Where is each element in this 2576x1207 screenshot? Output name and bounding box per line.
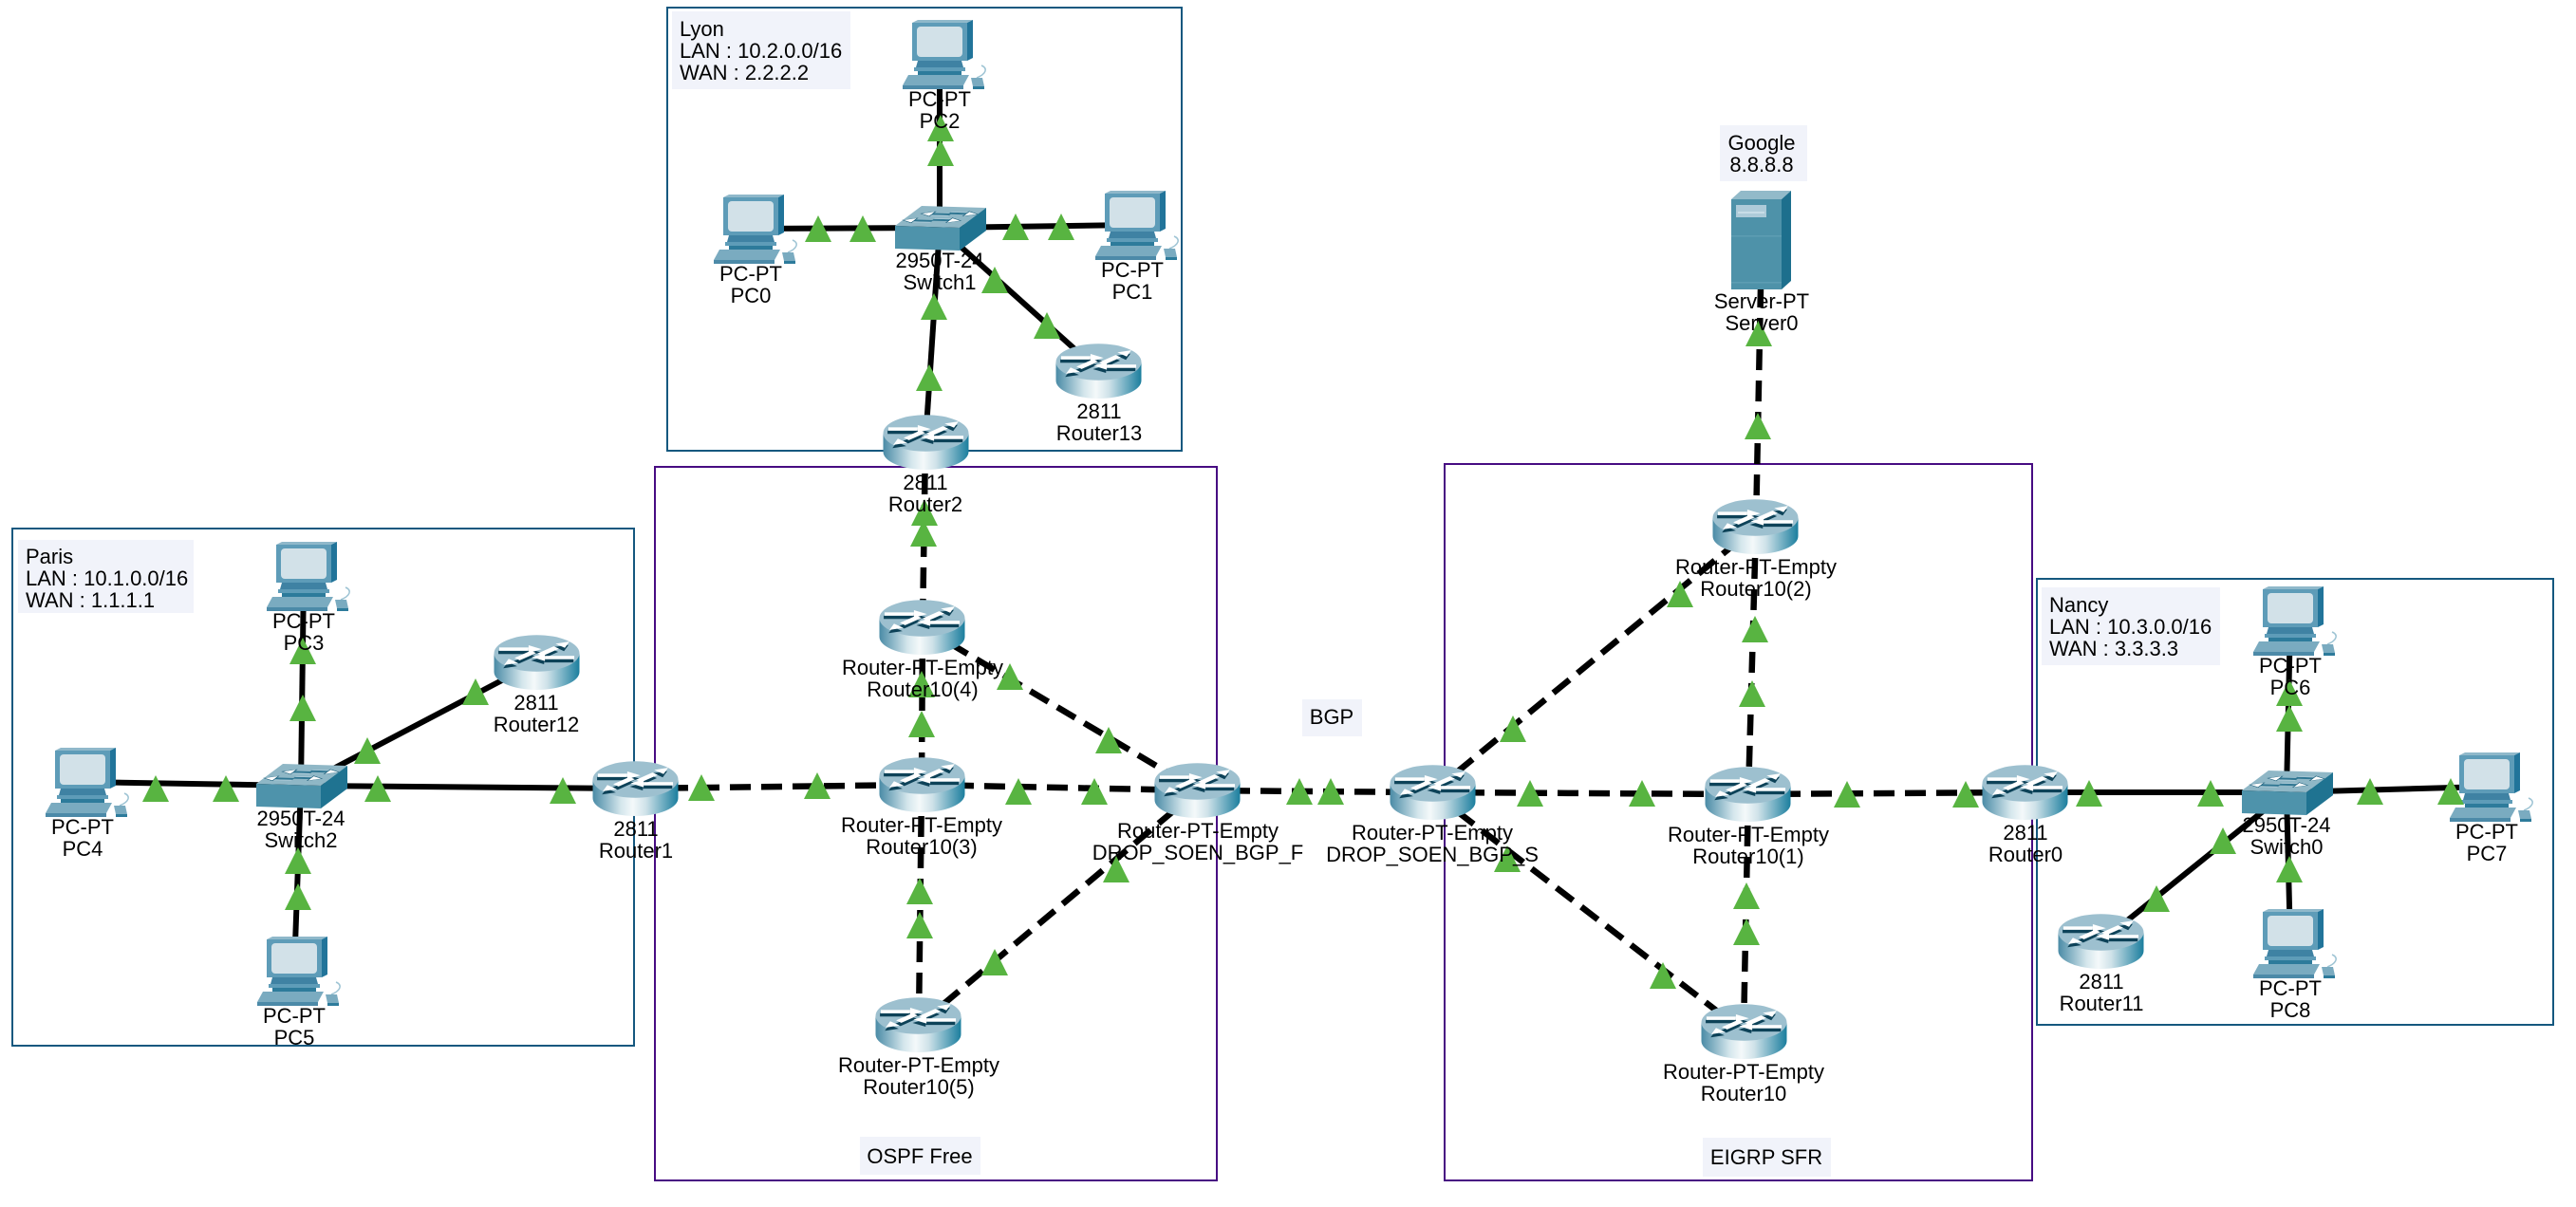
svg-text:PC-PT: PC-PT xyxy=(2259,654,2322,678)
svg-text:Router-PT-Empty: Router-PT-Empty xyxy=(1663,1060,1824,1084)
svg-text:Nancy: Nancy xyxy=(2049,593,2108,617)
svg-text:PC6: PC6 xyxy=(2270,676,2311,699)
svg-text:Router10(4): Router10(4) xyxy=(867,678,978,701)
svg-text:BGP: BGP xyxy=(1310,705,1353,729)
svg-text:PC-PT: PC-PT xyxy=(272,609,335,633)
svg-text:Router0: Router0 xyxy=(1988,843,2063,866)
svg-text:DROP_SOEN_BGP_S: DROP_SOEN_BGP_S xyxy=(1326,843,1539,866)
svg-text:PC-PT: PC-PT xyxy=(908,87,971,111)
svg-text:LAN : 10.2.0.0/16: LAN : 10.2.0.0/16 xyxy=(680,39,842,63)
svg-text:Router11: Router11 xyxy=(2060,992,2144,1015)
svg-text:Router2: Router2 xyxy=(888,492,962,516)
svg-text:PC-PT: PC-PT xyxy=(263,1004,326,1028)
svg-text:PC-PT: PC-PT xyxy=(2259,976,2322,1000)
svg-text:PC3: PC3 xyxy=(284,631,325,655)
svg-text:OSPF Free: OSPF Free xyxy=(867,1144,972,1168)
svg-text:2811: 2811 xyxy=(513,691,558,715)
svg-text:PC0: PC0 xyxy=(731,284,772,307)
svg-text:Router10(5): Router10(5) xyxy=(863,1075,974,1099)
svg-text:Router-PT-Empty: Router-PT-Empty xyxy=(1668,823,1829,846)
svg-text:WAN : 1.1.1.1: WAN : 1.1.1.1 xyxy=(26,588,155,612)
svg-text:PC-PT: PC-PT xyxy=(51,815,114,839)
svg-text:2811: 2811 xyxy=(903,471,947,494)
svg-text:Router10(3): Router10(3) xyxy=(866,835,977,859)
svg-text:LAN : 10.1.0.0/16: LAN : 10.1.0.0/16 xyxy=(26,566,188,590)
svg-text:PC-PT: PC-PT xyxy=(1101,258,1164,282)
svg-text:WAN : 2.2.2.2: WAN : 2.2.2.2 xyxy=(680,61,809,84)
svg-text:Server0: Server0 xyxy=(1725,311,1798,335)
svg-text:Router-PT-Empty: Router-PT-Empty xyxy=(1352,821,1513,845)
svg-text:Switch1: Switch1 xyxy=(903,270,976,294)
svg-text:2950T-24: 2950T-24 xyxy=(896,249,984,272)
svg-text:2811: 2811 xyxy=(1076,399,1121,423)
svg-text:Router-PT-Empty: Router-PT-Empty xyxy=(842,656,1003,679)
svg-text:Google: Google xyxy=(1728,131,1796,155)
svg-text:Router-PT-Empty: Router-PT-Empty xyxy=(841,813,1002,837)
svg-text:PC5: PC5 xyxy=(274,1026,315,1049)
svg-text:Paris: Paris xyxy=(26,545,73,568)
svg-text:Router10(1): Router10(1) xyxy=(1692,845,1803,868)
svg-text:EIGRP SFR: EIGRP SFR xyxy=(1710,1145,1822,1169)
svg-text:PC8: PC8 xyxy=(2270,998,2311,1022)
svg-text:PC4: PC4 xyxy=(63,837,103,861)
svg-text:Router13: Router13 xyxy=(1056,421,1143,445)
svg-text:Router-PT-Empty: Router-PT-Empty xyxy=(1117,819,1279,843)
svg-text:8.8.8.8: 8.8.8.8 xyxy=(1729,153,1793,176)
svg-text:Router12: Router12 xyxy=(494,713,580,736)
svg-text:PC-PT: PC-PT xyxy=(2455,820,2518,844)
svg-text:PC-PT: PC-PT xyxy=(719,262,782,286)
svg-text:2811: 2811 xyxy=(2079,970,2123,993)
svg-text:DROP_SOEN_BGP_F: DROP_SOEN_BGP_F xyxy=(1092,841,1304,864)
svg-text:2811: 2811 xyxy=(2003,821,2047,845)
svg-text:PC1: PC1 xyxy=(1112,280,1153,304)
svg-text:Lyon: Lyon xyxy=(680,17,724,41)
svg-text:Router-PT-Empty: Router-PT-Empty xyxy=(1675,555,1837,579)
svg-text:Router10(2): Router10(2) xyxy=(1700,577,1811,601)
svg-text:WAN : 3.3.3.3: WAN : 3.3.3.3 xyxy=(2049,637,2178,660)
svg-text:LAN : 10.3.0.0/16: LAN : 10.3.0.0/16 xyxy=(2049,615,2212,639)
svg-text:PC2: PC2 xyxy=(920,109,961,133)
svg-text:2950T-24: 2950T-24 xyxy=(2243,813,2331,837)
svg-text:2950T-24: 2950T-24 xyxy=(257,807,345,830)
svg-text:Switch2: Switch2 xyxy=(264,828,337,852)
svg-text:Router10: Router10 xyxy=(1701,1082,1787,1105)
svg-text:Switch0: Switch0 xyxy=(2249,835,2323,859)
svg-text:Server-PT: Server-PT xyxy=(1714,289,1809,313)
svg-text:Router-PT-Empty: Router-PT-Empty xyxy=(838,1053,999,1077)
svg-text:PC7: PC7 xyxy=(2467,842,2508,865)
svg-text:2811: 2811 xyxy=(613,817,658,841)
svg-text:Router1: Router1 xyxy=(599,839,673,863)
